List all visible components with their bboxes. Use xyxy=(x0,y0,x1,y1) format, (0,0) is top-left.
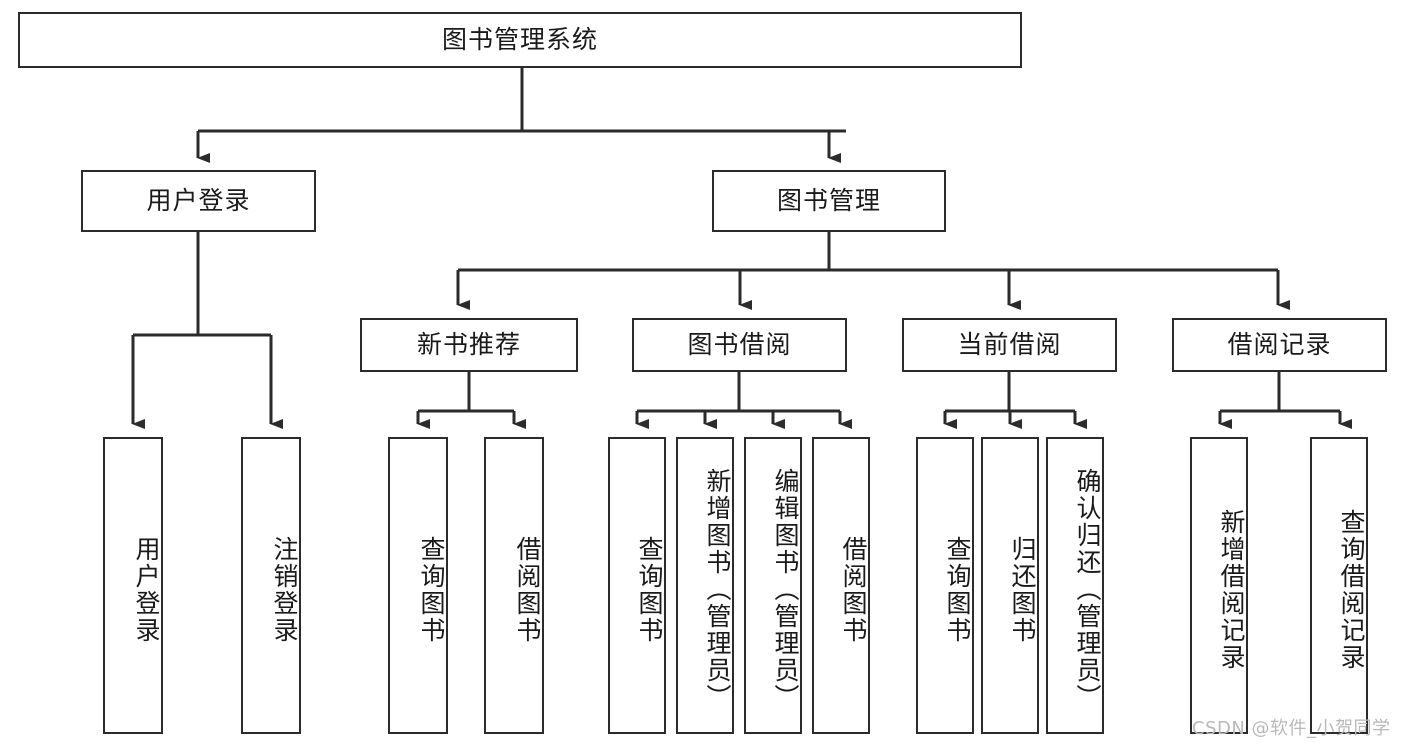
node-book-borrow[interactable]: 图书借阅 xyxy=(632,318,847,372)
node-borrow-record-label: 借阅记录 xyxy=(1227,330,1332,360)
node-book-borrow-label: 图书借阅 xyxy=(687,330,792,360)
node-book-management[interactable]: 图书管理 xyxy=(712,170,946,232)
node-leaf-edit-book[interactable]: 编辑图书（管理员） xyxy=(744,437,802,734)
node-new-book-recommend[interactable]: 新书推荐 xyxy=(360,318,578,372)
node-leaf-query-book-2[interactable]: 查询图书 xyxy=(608,437,666,734)
node-leaf-confirm-return[interactable]: 确认归还（管理员） xyxy=(1046,437,1104,734)
node-leaf-query-book-3[interactable]: 查询图书 xyxy=(916,437,974,734)
node-leaf-confirm-return-label: 确认归还（管理员） xyxy=(1073,468,1102,711)
node-leaf-add-record[interactable]: 新增借阅记录 xyxy=(1190,437,1248,734)
node-leaf-borrow-book-2[interactable]: 借阅图书 xyxy=(812,437,870,734)
node-leaf-query-book-1-label: 查询图书 xyxy=(417,535,446,644)
node-leaf-return-book[interactable]: 归还图书 xyxy=(981,437,1039,734)
node-leaf-query-record-label: 查询借阅记录 xyxy=(1337,508,1366,671)
node-leaf-borrow-book-1[interactable]: 借阅图书 xyxy=(484,437,544,734)
node-leaf-add-book-label: 新增图书（管理员） xyxy=(703,468,732,711)
node-leaf-user-login-label: 用户登录 xyxy=(132,535,161,644)
node-leaf-return-book-label: 归还图书 xyxy=(1008,535,1037,644)
node-leaf-user-logout-label: 注销登录 xyxy=(270,535,299,644)
node-leaf-add-book[interactable]: 新增图书（管理员） xyxy=(676,437,734,734)
node-leaf-query-record[interactable]: 查询借阅记录 xyxy=(1310,437,1368,734)
node-leaf-query-book-2-label: 查询图书 xyxy=(635,535,664,644)
node-borrow-record[interactable]: 借阅记录 xyxy=(1172,318,1387,372)
node-leaf-edit-book-label: 编辑图书（管理员） xyxy=(771,468,800,711)
node-current-borrow-label: 当前借阅 xyxy=(957,330,1062,360)
node-leaf-borrow-book-2-label: 借阅图书 xyxy=(839,535,868,644)
node-new-book-recommend-label: 新书推荐 xyxy=(416,330,521,360)
node-leaf-user-login[interactable]: 用户登录 xyxy=(103,437,163,734)
node-root[interactable]: 图书管理系统 xyxy=(18,12,1022,68)
node-leaf-query-book-1[interactable]: 查询图书 xyxy=(388,437,448,734)
node-leaf-query-book-3-label: 查询图书 xyxy=(943,535,972,644)
node-user-login[interactable]: 用户登录 xyxy=(81,170,316,232)
node-book-management-label: 图书管理 xyxy=(776,186,881,216)
node-leaf-add-record-label: 新增借阅记录 xyxy=(1217,508,1246,671)
node-user-login-label: 用户登录 xyxy=(146,186,251,216)
node-current-borrow[interactable]: 当前借阅 xyxy=(902,318,1117,372)
csdn-watermark: CSDN @软件_小贺同学 xyxy=(1192,718,1391,739)
node-root-label: 图书管理系统 xyxy=(441,25,598,55)
node-leaf-user-logout[interactable]: 注销登录 xyxy=(241,437,301,734)
node-leaf-borrow-book-1-label: 借阅图书 xyxy=(513,535,542,644)
